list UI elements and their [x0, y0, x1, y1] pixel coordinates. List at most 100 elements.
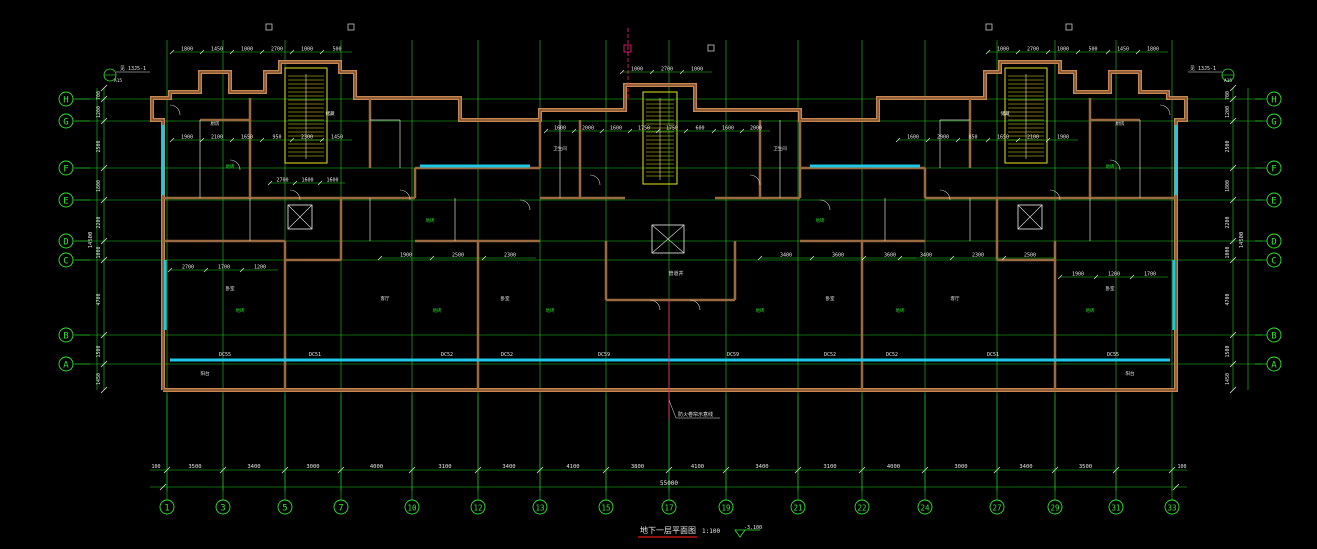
door-swing	[1109, 159, 1121, 171]
door-swing	[819, 199, 831, 211]
window-code: DC52	[501, 352, 513, 358]
column-axis-bubble	[333, 499, 349, 515]
right-vertical-dim-text: 2500	[1225, 140, 1231, 152]
bottom-dimension-text: 4000	[370, 464, 383, 470]
mid-dim-b-tick	[167, 267, 173, 273]
upper-dim-left-text: 1450	[331, 135, 343, 141]
upper-dim-right-text: 1600	[907, 135, 919, 141]
upper-dim-left-tick	[199, 137, 205, 143]
bottom-dimension-text: 3400	[1019, 464, 1032, 470]
right-vertical-dim-text: 700	[1225, 91, 1231, 100]
bottom-dimension-text: 3500	[188, 464, 201, 470]
left-vertical-dim-tick	[100, 256, 108, 264]
left-vertical-dim-text: 2200	[96, 216, 102, 228]
row-axis-label: C	[63, 257, 68, 267]
elevator-shaft	[651, 224, 685, 254]
top-dim-left-text: 2700	[271, 47, 283, 53]
door-swing	[589, 174, 601, 186]
column-axis-bubble	[1164, 499, 1180, 515]
top-dim-left-text: 1800	[181, 47, 193, 53]
column-axis-label: 22	[857, 504, 866, 513]
column-axis-label: 15	[601, 504, 610, 513]
index-code-left: A15	[114, 78, 122, 84]
window-code: DC52	[824, 352, 836, 358]
top-dim-right-tick	[1105, 49, 1111, 55]
right-vertical-dim-text: 1800	[1225, 180, 1231, 192]
mid-dim-c-text: 2300	[504, 253, 516, 259]
mid-dim-c-tick	[481, 255, 487, 261]
right-vertical-dim-tick	[1229, 117, 1237, 125]
mid-dim-a-text: 2700	[276, 178, 288, 184]
mid-dim-c-text: 1900	[400, 253, 412, 259]
mid-dim-e-tick	[949, 255, 955, 261]
row-axis-label: G	[1271, 118, 1276, 128]
upper-dim-left-tick	[169, 137, 175, 143]
right-vertical-dim-text: 2200	[1225, 216, 1231, 228]
top-dim-right-tick	[1015, 49, 1021, 55]
column-axis-bubble	[1047, 499, 1063, 515]
column-axis-label: 3	[220, 504, 225, 514]
index-code-right: A15	[1224, 78, 1232, 84]
door-swing	[289, 189, 301, 201]
column-axis-bubble	[404, 499, 420, 515]
mid-dim-e-text: 2300	[972, 253, 984, 259]
right-vertical-dim-tick	[1229, 386, 1237, 394]
upper-dim-center-tick	[683, 128, 689, 134]
top-dim-right-text: 2700	[1027, 47, 1039, 53]
top-dim-right-text: 1800	[1147, 47, 1159, 53]
mid-dim-b-text: 1700	[218, 265, 230, 271]
window-code: DC52	[886, 352, 898, 358]
upper-dim-left-text: 2300	[301, 135, 313, 141]
right-vertical-dim-text: 1200	[1225, 106, 1231, 118]
row-axis-label: B	[1271, 332, 1276, 342]
column-axis-bubble	[989, 499, 1005, 515]
exterior-wall-core	[151, 61, 1187, 391]
door-swing	[749, 174, 761, 186]
window-code: DC51	[309, 352, 321, 358]
column-axis-bubble	[215, 499, 231, 515]
upper-dim-left-tick	[229, 137, 235, 143]
left-vertical-dim-text: 2500	[96, 140, 102, 152]
bottom-dimension-text: 3400	[247, 464, 260, 470]
left-vertical-dim-total-text: 14500	[88, 232, 94, 249]
mid-dim-a-tick	[317, 180, 323, 186]
room-labels: 卧室卧室客厅客厅卧室卧室厨房厨房卫生间卫生间储藏储藏阳台阳台地砖地砖地砖地砖地砖…	[201, 110, 1135, 377]
mid-dim-b-tick	[203, 267, 209, 273]
top-dim-left-text: 1000	[241, 47, 253, 53]
column-axis-bubble	[159, 499, 175, 515]
room-name: 厨房	[1116, 120, 1125, 127]
left-vertical-dim-tick	[100, 84, 108, 92]
column-axis-bubble	[661, 499, 677, 515]
door-swing	[519, 199, 531, 211]
column-axis-label: 24	[920, 504, 930, 513]
upper-dim-right-tick	[1015, 137, 1021, 143]
column-axis-label: 21	[793, 504, 802, 513]
upper-dim-center-text: 600	[695, 126, 704, 132]
left-vertical-dim-text: 1200	[96, 106, 102, 118]
column-axis-label: 1	[164, 504, 169, 514]
window-code: DC59	[598, 352, 610, 358]
bottom-dimension-text: 4100	[691, 464, 704, 470]
upper-dim-center-tick	[711, 128, 717, 134]
row-axis-label: F	[1271, 165, 1276, 175]
room-name: 卫生间	[553, 145, 567, 152]
mid-dim-b-text: 2700	[182, 265, 194, 271]
room-name: 卫生间	[773, 145, 787, 152]
upper-dim-left-tick	[259, 137, 265, 143]
top-dim-right-tick	[1135, 49, 1141, 55]
mid-dim-a-tick	[292, 180, 298, 186]
upper-dim-center-text: 2000	[750, 126, 762, 132]
upper-dim-left-text: 1650	[241, 135, 253, 141]
column-axis-label: 5	[282, 504, 287, 514]
upper-dim-right-text: 850	[968, 135, 977, 141]
window-code: DC59	[727, 352, 739, 358]
upper-dim-center-text: 1750	[666, 126, 678, 132]
row-axis-label: A	[1271, 361, 1277, 371]
upper-dim-center-tick	[627, 128, 633, 134]
bottom-dimension-text: 3800	[631, 464, 644, 470]
column-axis-bubble	[277, 499, 293, 515]
window-code: DC55	[1107, 352, 1119, 358]
mid-dim-f-text: 1900	[1072, 272, 1084, 278]
floor-tag: 地砖	[756, 307, 765, 314]
